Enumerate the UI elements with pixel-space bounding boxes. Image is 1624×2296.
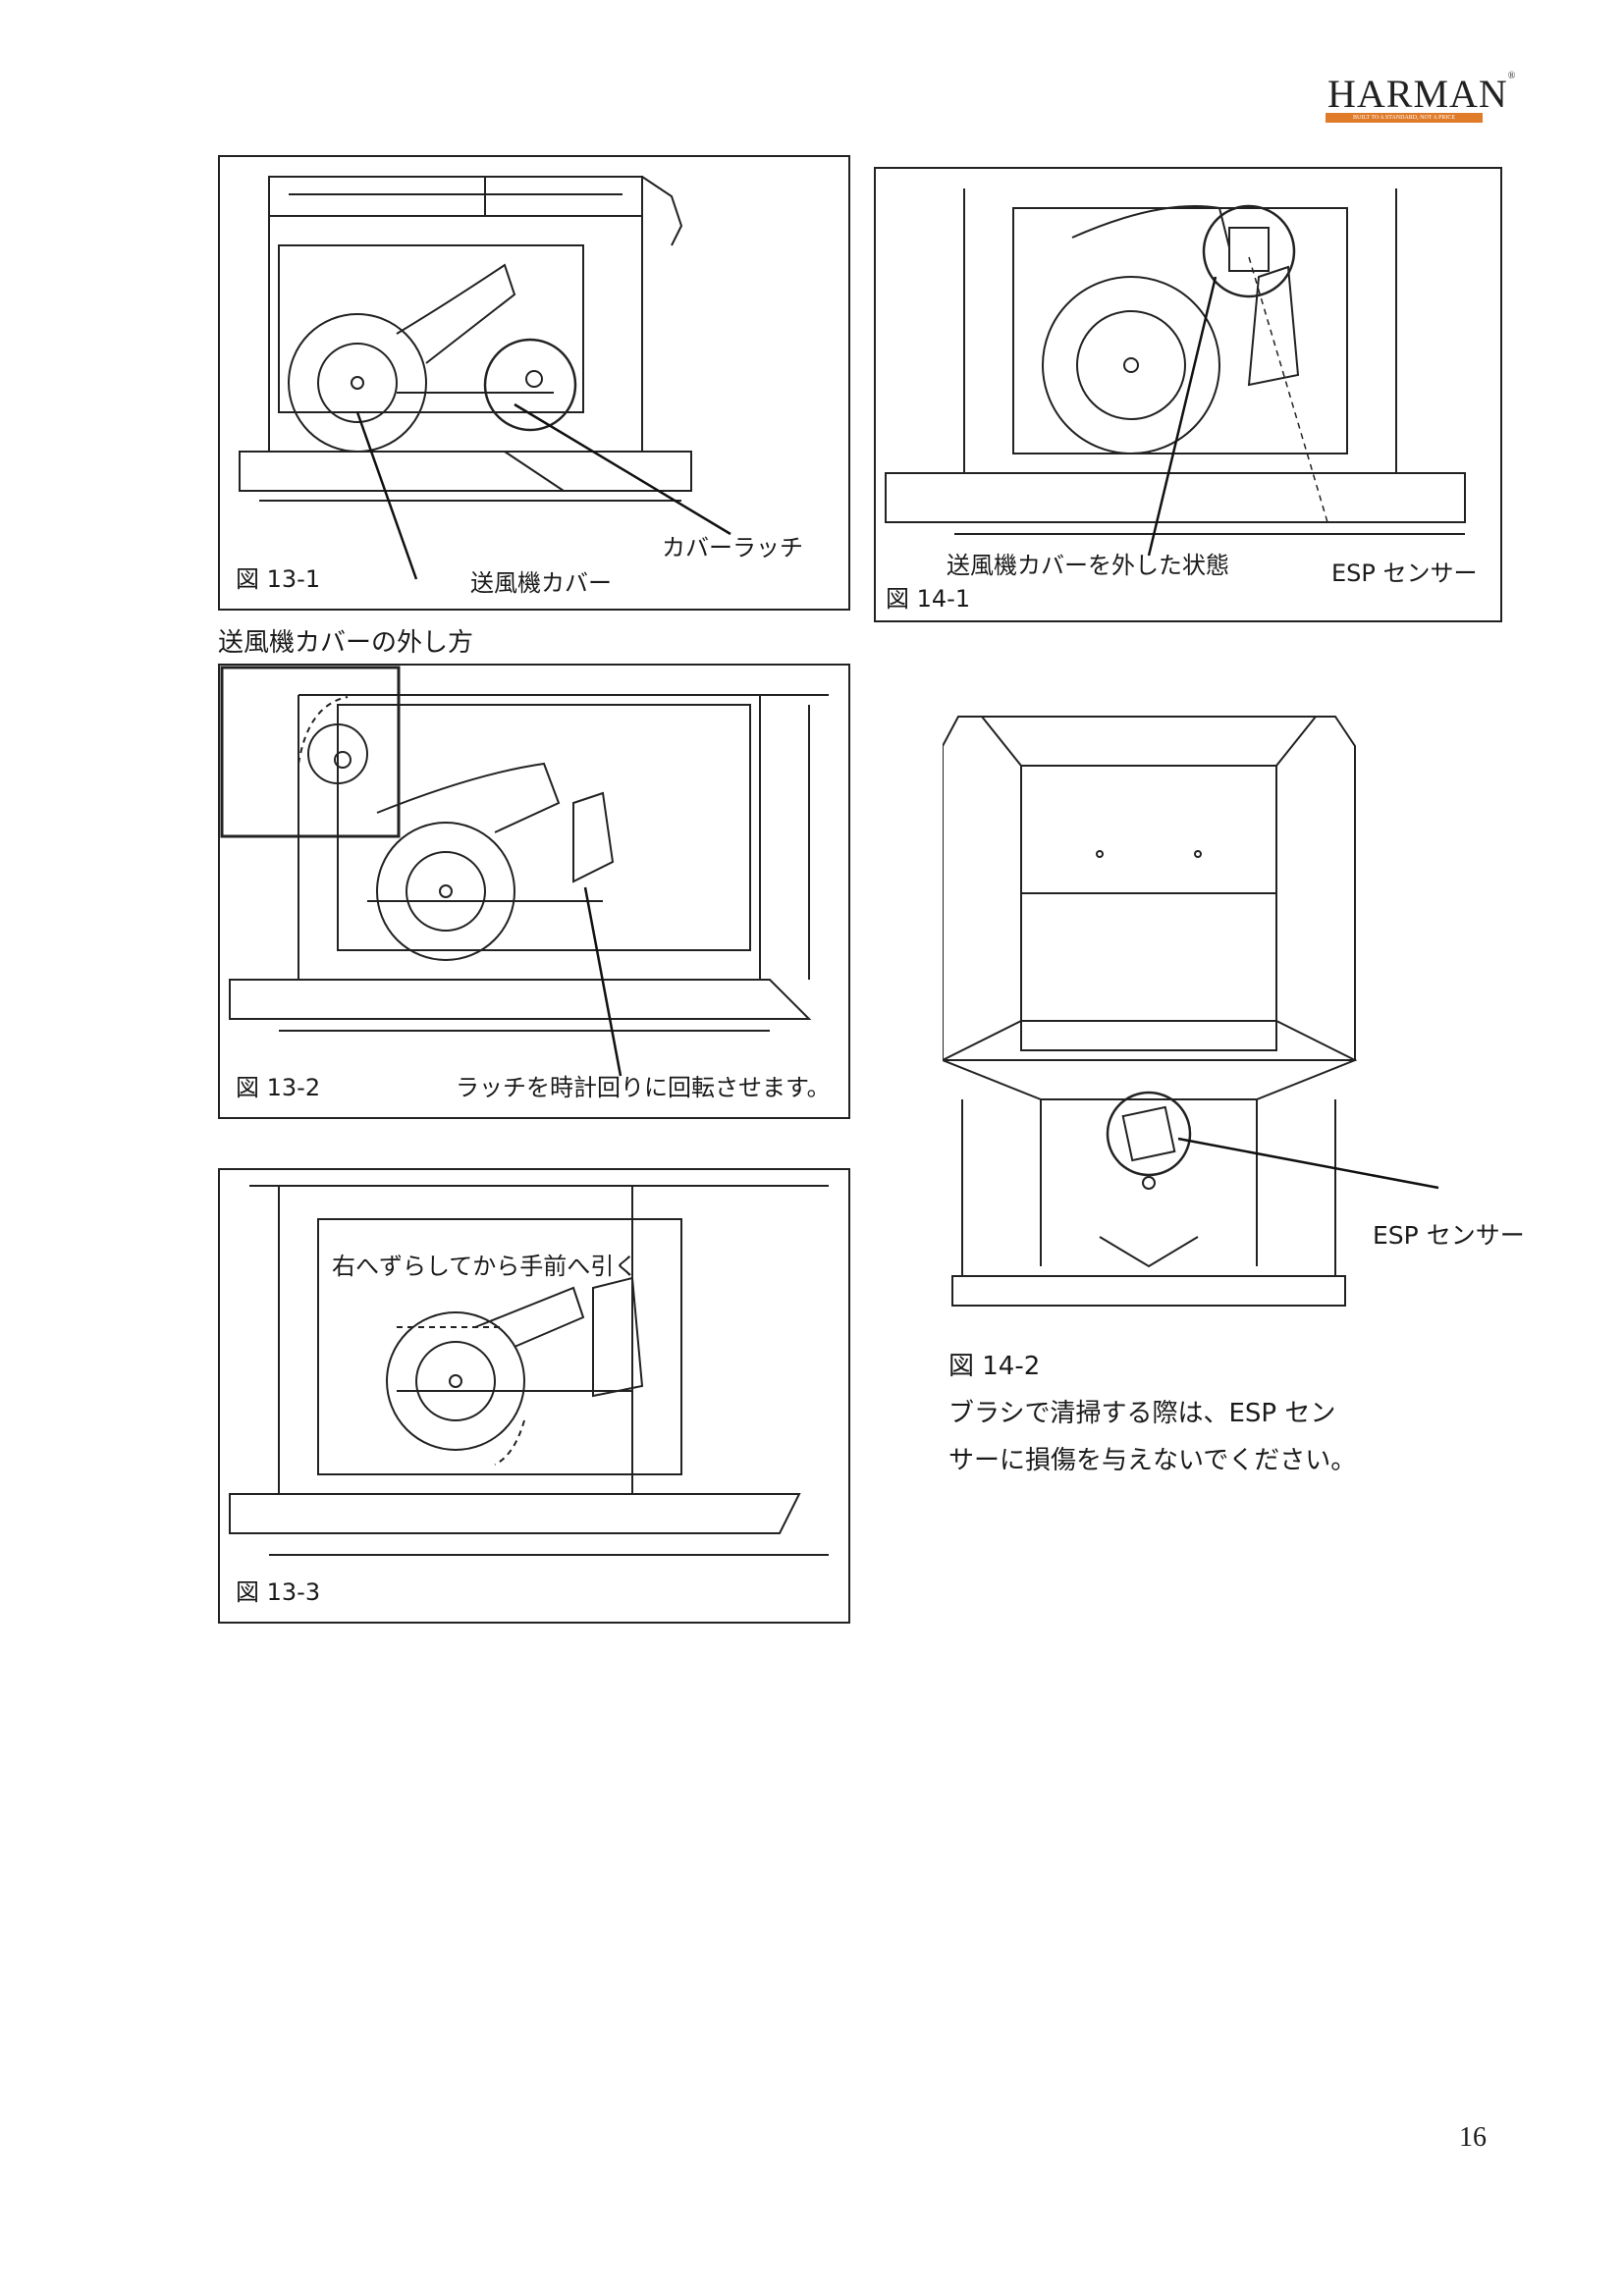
figure-14-2-caption: 図 14-2 ブラシで清掃する際は、ESP セン サーに損傷を与えないでください…	[948, 1343, 1356, 1484]
brush-cleaning-note-line2: サーに損傷を与えないでください。	[948, 1446, 1357, 1475]
figure-label: 図 13-2	[236, 1074, 321, 1101]
figure-label: 図 13-1	[236, 565, 321, 593]
figure-13-2-illustration	[220, 666, 829, 1077]
callout-slide-pull: 右へずらしてから手前へ引く	[332, 1253, 638, 1280]
figure-14-1-illustration	[885, 188, 1466, 557]
figure-label: 図 13-3	[236, 1578, 321, 1606]
figure-13-1: 図 13-1 送風機カバー カバーラッチ	[218, 155, 850, 611]
figure-13-1-illustration	[239, 176, 731, 580]
page-number: 16	[1459, 2122, 1487, 2153]
callout-esp-sensor: ESP センサー	[1373, 1221, 1525, 1250]
callout-esp-sensor: ESP センサー	[1331, 560, 1478, 587]
figure-14-1: 送風機カバーを外した状態 ESP センサー 図 14-1	[874, 167, 1502, 622]
figure-label: 図 14-1	[886, 585, 971, 613]
section-title: 送風機カバーの外し方	[218, 628, 474, 658]
callout-cover-latch: カバーラッチ	[662, 534, 803, 561]
brand-name: HARMAN	[1327, 72, 1508, 116]
brand-tagline: BUILT TO A STANDARD, NOT A PRICE	[1326, 113, 1483, 123]
brand-registered-mark: ®	[1507, 71, 1517, 81]
brush-cleaning-note-line1: ブラシで清掃する際は、ESP セン	[948, 1399, 1336, 1428]
figure-13-3-illustration	[229, 1185, 829, 1556]
figure-14-2-illustration	[943, 716, 1439, 1307]
brand-logo: HARMAN®	[1327, 71, 1516, 117]
callout-blower-cover: 送風機カバー	[470, 569, 612, 597]
callout-rotate-latch: ラッチを時計回りに回転させます。	[456, 1074, 831, 1101]
callout-cover-removed: 送風機カバーを外した状態	[947, 552, 1229, 579]
figure-label: 図 14-2	[948, 1352, 1041, 1381]
figure-13-3: 右へずらしてから手前へ引く 図 13-3	[218, 1168, 850, 1624]
figure-13-2: 図 13-2 ラッチを時計回りに回転させます。	[218, 664, 850, 1119]
